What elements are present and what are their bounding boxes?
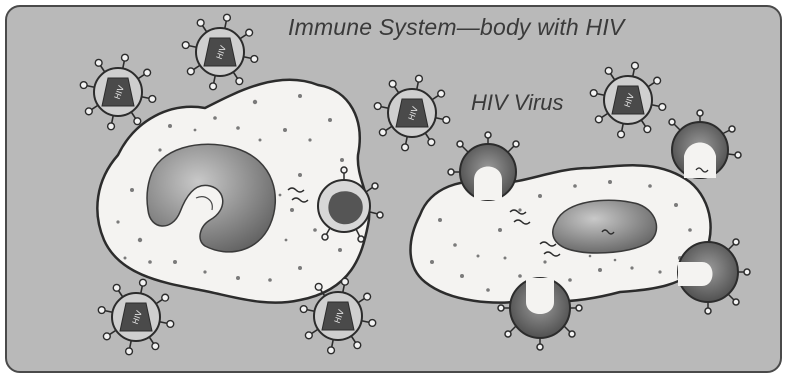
diagram-title: Immune System—body with HIV (288, 14, 624, 41)
infected-immune-cell (410, 165, 710, 302)
hiv-virus-label: HIV Virus (471, 90, 564, 116)
infected-cell-nucleus (553, 200, 657, 253)
